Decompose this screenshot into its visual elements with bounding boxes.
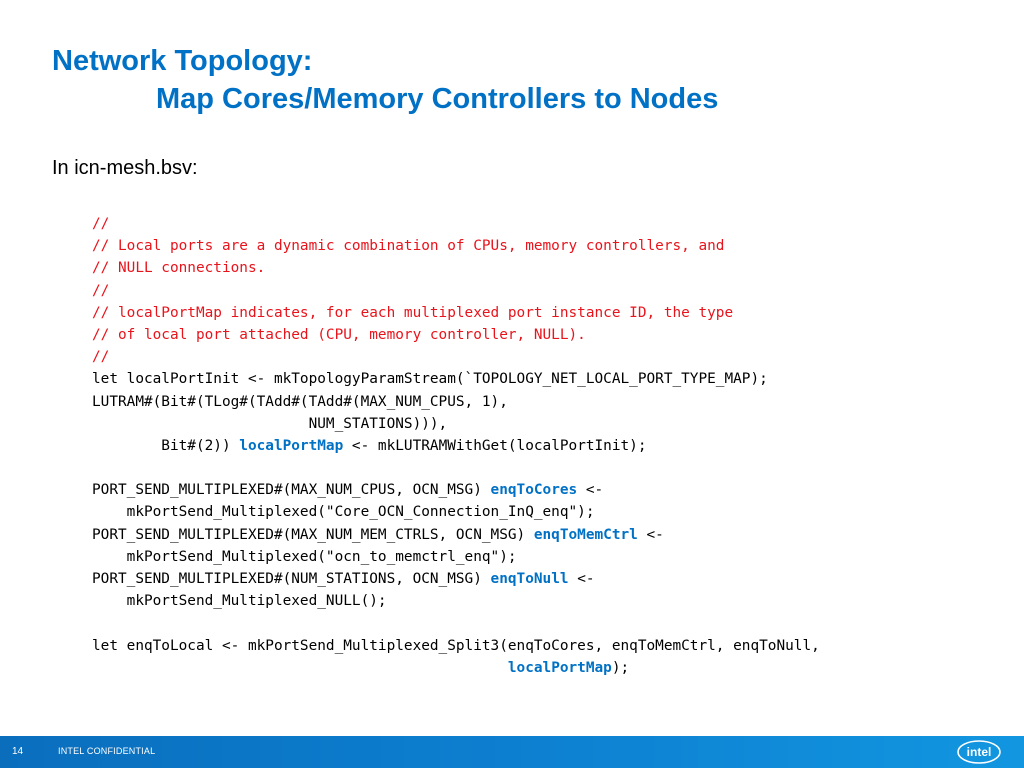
code-line: //	[92, 346, 820, 368]
code-text: <-	[637, 526, 664, 543]
slide-title: Network Topology: Map Cores/Memory Contr…	[52, 42, 718, 118]
code-line: Bit#(2)) localPortMap <- mkLUTRAMWithGet…	[92, 435, 820, 457]
code-identifier-highlight: localPortMap	[239, 437, 344, 454]
page-number: 14	[12, 746, 24, 757]
code-identifier-highlight: enqToNull	[490, 571, 569, 587]
code-line: mkPortSend_Multiplexed("ocn_to_memctrl_e…	[92, 546, 820, 568]
code-text: mkPortSend_Multiplexed("ocn_to_memctrl_e…	[92, 548, 517, 565]
intel-logo-text: intel	[967, 745, 992, 759]
code-comment: // NULL connections.	[92, 260, 266, 277]
code-line: mkPortSend_Multiplexed_NULL();	[92, 590, 820, 612]
code-text: mkPortSend_Multiplexed("Core_OCN_Connect…	[92, 504, 595, 521]
code-identifier-highlight: enqToCores	[490, 482, 578, 499]
intro-text: In icn-mesh.bsv:	[52, 157, 198, 179]
title-line-2: Map Cores/Memory Controllers to Nodes	[156, 83, 719, 115]
code-block: // // Local ports are a dynamic combinati…	[92, 213, 820, 679]
code-comment: //	[92, 282, 110, 299]
code-text: PORT_SEND_MULTIPLEXED#(NUM_STATIONS, OCN…	[92, 571, 491, 587]
code-line: PORT_SEND_MULTIPLEXED#(MAX_NUM_MEM_CTRLS…	[92, 524, 820, 546]
code-line: // Local ports are a dynamic combination…	[92, 235, 820, 257]
code-comment: //	[92, 349, 110, 366]
title-line-1: Network Topology:	[52, 45, 313, 77]
code-identifier-highlight: enqToMemCtrl	[533, 526, 638, 543]
code-line: PORT_SEND_MULTIPLEXED#(MAX_NUM_CPUS, OCN…	[92, 479, 820, 501]
code-line: mkPortSend_Multiplexed("Core_OCN_Connect…	[92, 501, 820, 523]
code-comment: // of local port attached (CPU, memory c…	[92, 326, 586, 343]
code-line: //	[92, 280, 820, 302]
code-text: let localPortInit <- mkTopologyParamStre…	[92, 371, 768, 388]
intel-logo-icon: intel	[957, 740, 1001, 764]
code-line: // of local port attached (CPU, memory c…	[92, 324, 820, 346]
code-comment: // localPortMap indicates, for each mult…	[92, 304, 734, 321]
code-line: NUM_STATIONS))),	[92, 413, 820, 435]
code-text: <- mkLUTRAMWithGet(localPortInit);	[343, 437, 647, 454]
code-line: localPortMap);	[92, 657, 820, 679]
code-line: // localPortMap indicates, for each mult…	[92, 302, 820, 324]
code-comment: //	[92, 216, 110, 232]
code-text: LUTRAM#(Bit#(TLog#(TAdd#(TAdd#(MAX_NUM_C…	[92, 393, 508, 410]
footer-bar: 14 INTEL CONFIDENTIAL intel	[0, 736, 1024, 768]
code-text: <-	[568, 571, 595, 587]
code-comment: // Local ports are a dynamic combination…	[92, 238, 725, 255]
code-line: PORT_SEND_MULTIPLEXED#(NUM_STATIONS, OCN…	[92, 568, 820, 590]
code-text: PORT_SEND_MULTIPLEXED#(MAX_NUM_MEM_CTRLS…	[92, 526, 534, 543]
code-text: PORT_SEND_MULTIPLEXED#(MAX_NUM_CPUS, OCN…	[92, 482, 491, 499]
code-line: let localPortInit <- mkTopologyParamStre…	[92, 368, 820, 390]
code-text	[92, 660, 508, 676]
code-text: Bit#(2))	[92, 437, 240, 454]
code-text: NUM_STATIONS))),	[92, 415, 448, 432]
code-line: // NULL connections.	[92, 257, 820, 279]
code-line	[92, 612, 820, 634]
code-line: let enqToLocal <- mkPortSend_Multiplexed…	[92, 635, 820, 657]
code-line: //	[92, 213, 820, 235]
code-text: let enqToLocal <- mkPortSend_Multiplexed…	[92, 637, 820, 654]
confidential-label: INTEL CONFIDENTIAL	[58, 746, 156, 756]
code-text: mkPortSend_Multiplexed_NULL();	[92, 593, 387, 610]
code-line: LUTRAM#(Bit#(TLog#(TAdd#(TAdd#(MAX_NUM_C…	[92, 391, 820, 413]
code-line	[92, 457, 820, 479]
code-identifier-highlight: localPortMap	[507, 659, 612, 676]
code-text: );	[611, 659, 630, 676]
code-text: <-	[577, 482, 604, 499]
